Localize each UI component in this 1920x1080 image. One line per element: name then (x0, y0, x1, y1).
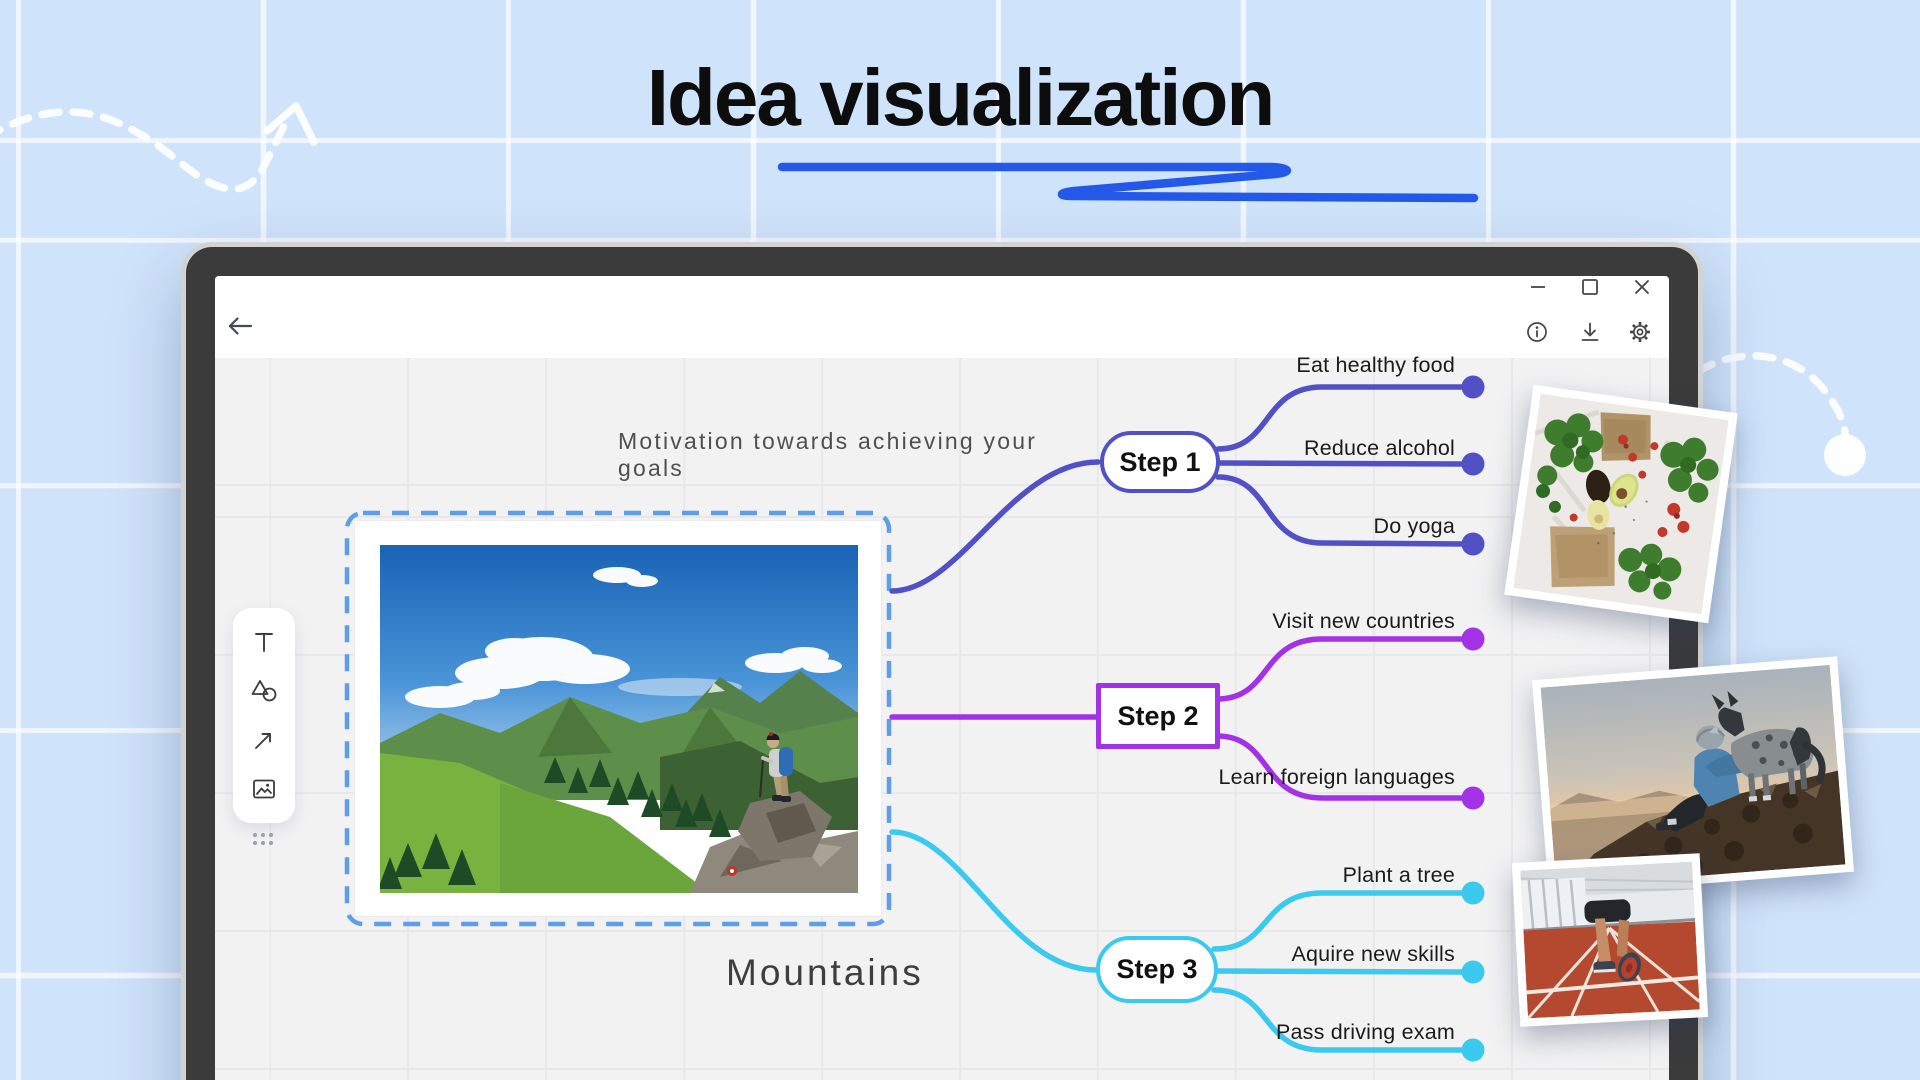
info-icon (1527, 322, 1547, 342)
blue-underline-scribble (777, 162, 1479, 203)
mindmap-node-step2[interactable]: Step 2 (1096, 683, 1220, 749)
running-track-photo (1511, 853, 1709, 1027)
branch-label-aquire-new-skills[interactable]: Aquire new skills (1291, 942, 1455, 966)
branch-label-pass-driving-exam[interactable]: Pass driving exam (1275, 1020, 1455, 1044)
canvas-toolbar (233, 608, 295, 823)
settings-button[interactable] (1627, 319, 1653, 345)
arrow-tool-button[interactable] (247, 723, 281, 757)
maximize-button[interactable] (1577, 274, 1603, 300)
selected-mountain-image[interactable] (354, 520, 882, 917)
back-arrow-icon (228, 317, 253, 335)
close-icon (1635, 280, 1649, 294)
page-title: Idea visualization (646, 53, 1275, 142)
canvas-caption-text[interactable]: Motivation towards achieving your goals (618, 428, 1038, 481)
shapes-tool-button[interactable] (247, 674, 281, 708)
dog-figure (1708, 691, 1826, 802)
info-button[interactable] (1524, 319, 1550, 345)
window-titlebar (215, 276, 1669, 358)
branch-label-reduce-alcohol[interactable]: Reduce alcohol (1303, 436, 1455, 460)
branch-label-do-yoga[interactable]: Do yoga (1373, 514, 1455, 538)
branch-label-plant-a-tree[interactable]: Plant a tree (1342, 863, 1455, 887)
text-tool-icon (255, 633, 273, 653)
mindmap-node-step3[interactable]: Step 3 (1096, 936, 1218, 1003)
text-tool-button[interactable] (247, 625, 281, 659)
shapes-tool-icon (251, 680, 277, 702)
mountain-photo (380, 545, 858, 893)
running-track-image (1520, 861, 1700, 1019)
back-button[interactable] (224, 310, 256, 342)
runner-legs (1584, 899, 1641, 982)
person-figure (1655, 725, 1753, 832)
download-icon (1581, 322, 1599, 341)
healthy-food-image (1513, 393, 1729, 615)
image-tool-button[interactable] (247, 772, 281, 806)
image-tool-icon (253, 779, 275, 799)
branch-label-visit-new-countries[interactable]: Visit new countries (1272, 609, 1455, 633)
minimize-button[interactable] (1525, 274, 1551, 300)
close-button[interactable] (1629, 274, 1655, 300)
branch-label-learn-foreign-languages[interactable]: Learn foreign languages (1218, 765, 1455, 789)
maximize-icon (1582, 279, 1598, 295)
healthy-food-photo (1504, 384, 1738, 624)
mindmap-node-step1[interactable]: Step 1 (1100, 431, 1220, 493)
toolbar-drag-handle[interactable] (247, 831, 279, 847)
download-button[interactable] (1577, 319, 1603, 345)
drag-handle-icon (253, 833, 273, 845)
settings-gear-icon (1630, 322, 1650, 342)
image-label-text[interactable]: Mountains (726, 952, 924, 993)
branch-label-eat-healthy-food[interactable]: Eat healthy food (1296, 353, 1455, 377)
arrow-tool-icon (255, 732, 271, 749)
minimize-icon (1531, 286, 1545, 288)
